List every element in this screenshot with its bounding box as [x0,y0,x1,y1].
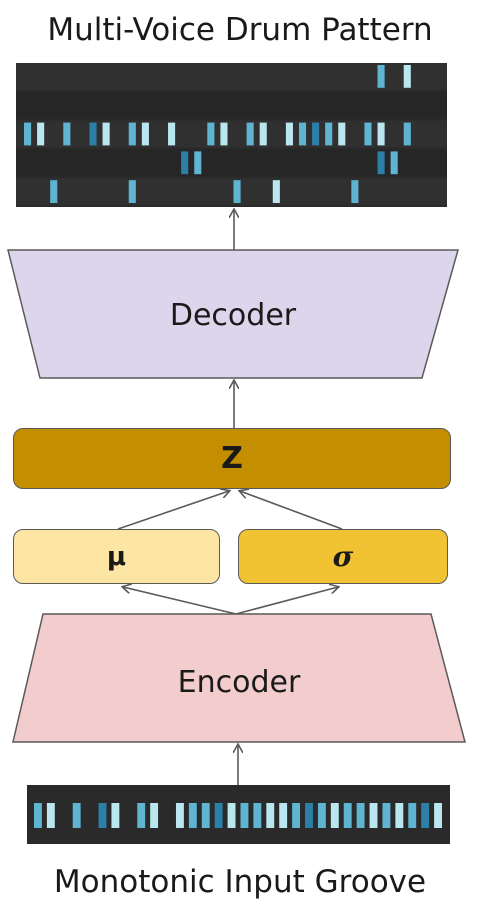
drum-note [181,151,189,175]
drum-note [272,180,280,203]
drum-note [24,122,32,146]
groove-note [253,803,262,828]
output-roll-canvas [16,63,447,205]
decoder-label: Decoder [169,298,297,333]
drum-note [364,122,372,146]
output-drum-piano-roll [16,63,447,207]
drum-note [298,122,307,146]
drum-note [128,180,136,203]
input-groove-roll [27,785,450,844]
drum-note [403,122,411,146]
latent-z-box: Z [13,428,451,489]
drum-note [338,122,346,146]
groove-note [240,803,249,828]
drum-note [403,65,411,88]
drum-note [246,122,254,146]
voice-row [16,63,447,90]
groove-note [330,803,339,828]
encoder-trapezoid [12,613,466,743]
groove-note [421,803,430,828]
mu-label: μ [106,541,127,572]
groove-note [150,803,159,828]
groove-note [408,803,417,828]
groove-note [266,803,275,828]
mu-box: μ [13,529,220,584]
drum-note [141,122,149,146]
encoder-label: Encoder [177,665,301,700]
drum-note [377,151,385,175]
drum-note [63,122,71,146]
groove-note [188,803,197,828]
groove-note [434,803,442,828]
drum-note [50,180,58,203]
arrow-encoder-to-mu [123,587,237,615]
groove-note [227,803,236,828]
drum-note [89,122,97,146]
drum-note [285,122,293,146]
input-groove-title: Monotonic Input Groove [53,864,427,900]
output-pattern-title: Multi-Voice Drum Pattern [47,12,433,48]
groove-note [369,803,378,828]
drum-note [259,122,267,146]
groove-note [137,803,146,828]
groove-note [305,803,313,828]
groove-note [343,803,352,828]
drum-note [220,122,228,146]
input-roll-canvas [34,803,442,828]
groove-note [201,803,210,828]
voice-row [16,178,447,205]
groove-note [72,803,81,828]
drum-note [194,151,202,175]
drum-note [390,151,398,175]
arrow-encoder-to-sigma [235,587,338,615]
groove-note [292,803,301,828]
groove-note [279,803,288,828]
groove-note [98,803,107,828]
groove-note [382,803,391,828]
groove-note [175,803,184,828]
drum-note [207,122,215,146]
sigma-label: σ [332,540,354,573]
voice-row [16,91,447,119]
groove-note [317,803,326,828]
groove-note [34,803,42,828]
sigma-box: σ [238,529,448,584]
voice-row [16,149,447,177]
groove-note [395,803,404,828]
arrow-mu-to-z [117,491,229,530]
drum-note [325,122,333,146]
z-label: Z [221,441,243,476]
arrow-sigma-to-z [240,491,343,530]
groove-note [46,803,55,828]
drum-note [128,122,136,146]
drum-note [233,180,241,203]
drum-note [351,180,359,203]
drum-note [168,122,176,146]
voice-row [16,120,447,148]
decoder-trapezoid [7,249,459,379]
drum-note [102,122,110,146]
drum-note [37,122,45,146]
drum-note [377,65,385,88]
drum-note [312,122,320,146]
groove-note [111,803,120,828]
groove-note [214,803,223,828]
drum-note [377,122,385,146]
groove-note [356,803,365,828]
